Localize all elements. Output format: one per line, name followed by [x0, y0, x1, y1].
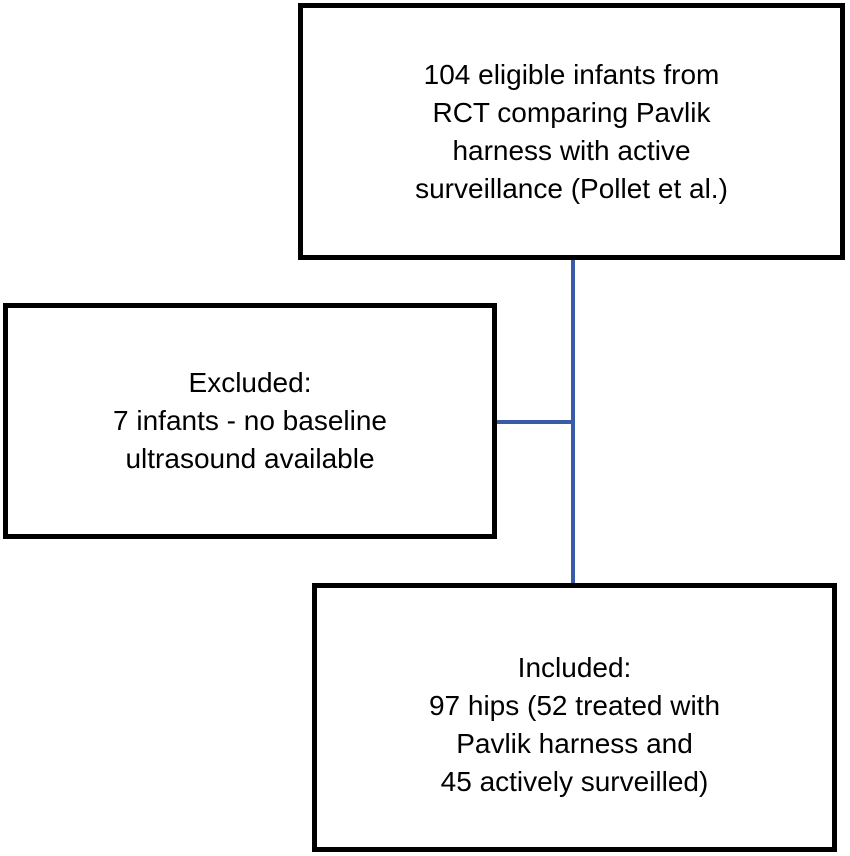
- eligible-box-line: surveillance (Pollet et al.): [415, 172, 728, 204]
- excluded-box-line: Excluded:: [188, 367, 312, 398]
- included-box-line: Pavlik harness and: [456, 727, 693, 759]
- excluded-box: Excluded: 7 infants - no baseline ultras…: [3, 303, 497, 539]
- excluded-box-line: ultrasound available: [125, 443, 375, 474]
- excluded-box-line: 7 infants - no baseline: [113, 405, 387, 436]
- eligible-box-line: 104 eligible infants from: [423, 58, 720, 90]
- connector-line-horizontal: [497, 420, 573, 424]
- connector-line-vertical: [571, 260, 575, 583]
- included-box-line: 45 actively surveilled): [440, 765, 709, 797]
- eligible-box-line: RCT comparing Pavlik: [432, 96, 711, 128]
- eligible-infants-box: 104 eligible infants from RCT comparing …: [298, 3, 845, 260]
- included-box-line: 97 hips (52 treated with: [428, 689, 721, 721]
- included-box-line: Included:: [517, 651, 632, 683]
- included-box: Included: 97 hips (52 treated with Pavli…: [312, 583, 837, 852]
- eligible-box-line: harness with active: [452, 134, 691, 166]
